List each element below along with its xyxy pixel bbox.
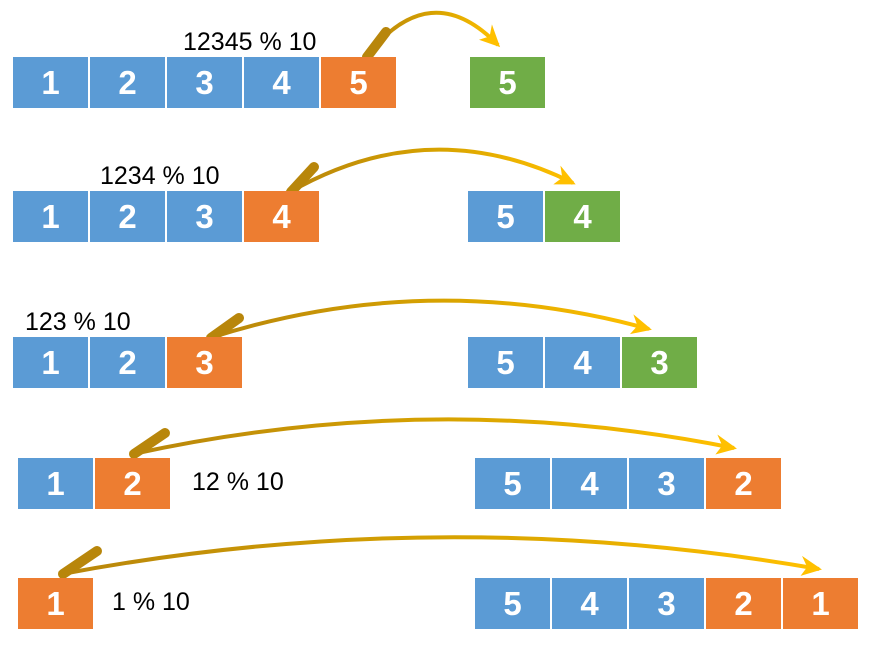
digit-box-result-row5: 5 [475,578,550,629]
digit-box-left-row1: 1 [13,57,88,108]
curved-arrow-row4-base [129,428,170,459]
digit-box-left-row2: 1 [13,191,88,242]
digit-box-result-row5: 1 [783,578,858,629]
digit-box-result-row1: 5 [470,57,545,108]
digit-box-left-row5: 1 [18,578,93,629]
curved-arrow-row1-base [362,27,391,62]
digit-box-left-row1: 2 [90,57,165,108]
digit-box-result-row5: 4 [552,578,627,629]
digit-box-left-row1: 3 [167,57,242,108]
curved-arrow-row5-base [58,546,102,579]
digit-box-result-row5: 3 [629,578,704,629]
digit-box-result-row4: 2 [706,458,781,509]
digit-box-left-row2: 3 [167,191,242,242]
modulo-expression-label-row4: 12 % 10 [192,468,284,496]
digit-box-result-row2: 4 [545,191,620,242]
digit-box-result-row2: 5 [468,191,543,242]
modulo-expression-label-row2: 1234 % 10 [100,162,220,190]
digit-box-result-row4: 3 [629,458,704,509]
digit-box-left-row3: 3 [167,337,242,388]
curved-arrow-row2 [289,147,576,194]
curved-arrow-row5 [61,535,822,576]
curved-arrow-row1 [364,10,501,59]
digit-box-left-row3: 1 [13,337,88,388]
digit-box-result-row4: 5 [475,458,550,509]
modulo-expression-label-row1: 12345 % 10 [183,28,317,56]
digit-box-result-row5: 2 [706,578,781,629]
curved-arrow-row2-base [286,162,319,197]
modulo-expression-label-row3: 123 % 10 [25,308,131,336]
curved-arrow-row3 [209,298,652,340]
curved-arrow-row4 [132,417,737,456]
digit-box-result-row3: 5 [468,337,543,388]
digit-box-left-row1: 5 [321,57,396,108]
curved-arrow-row3-base [206,313,244,343]
digit-box-left-row3: 2 [90,337,165,388]
digit-box-left-row2: 4 [244,191,319,242]
digit-box-left-row4: 2 [95,458,170,509]
digit-box-result-row3: 4 [545,337,620,388]
modulo-expression-label-row5: 1 % 10 [112,588,190,616]
digit-box-left-row2: 2 [90,191,165,242]
digit-box-result-row4: 4 [552,458,627,509]
digit-box-left-row4: 1 [18,458,93,509]
digit-box-left-row1: 4 [244,57,319,108]
digit-box-result-row3: 3 [622,337,697,388]
